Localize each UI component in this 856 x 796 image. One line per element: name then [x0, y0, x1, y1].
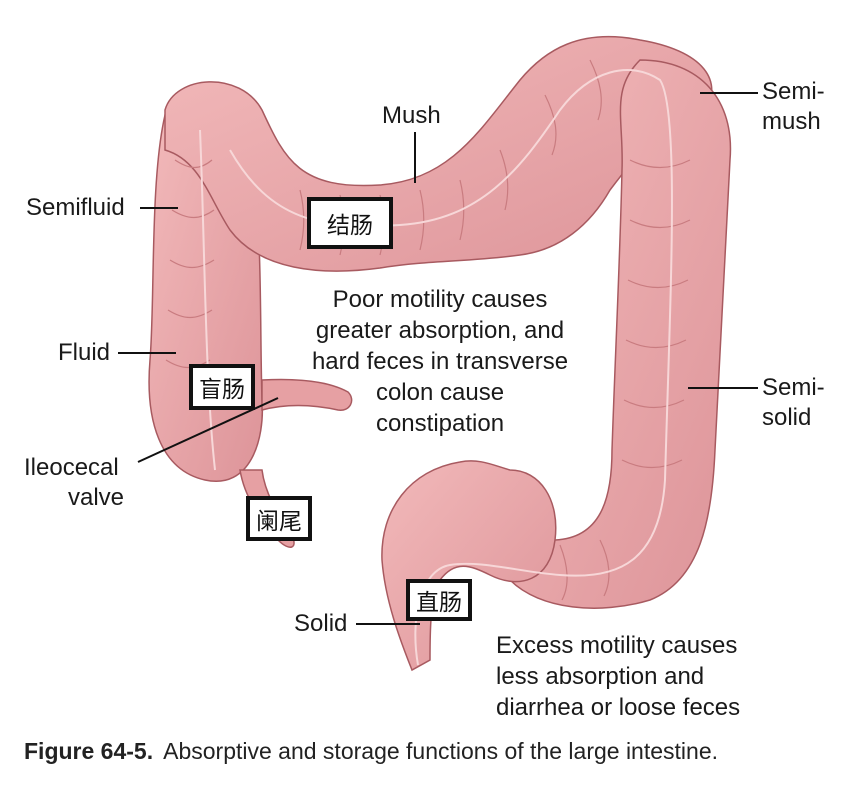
label-semi-mush-1: Semi-	[762, 78, 825, 105]
label-solid: Solid	[294, 610, 348, 637]
note-line: constipation	[375, 410, 505, 437]
ileum	[261, 378, 353, 411]
caption-text: Absorptive and storage functions of the …	[163, 738, 719, 764]
figure-number: Figure 64-5.	[24, 738, 154, 764]
label-semi-solid-2: solid	[762, 404, 812, 431]
note-poor-motility: Poor motility causes greater absorption,…	[290, 284, 590, 439]
label-ileocecal-2: valve	[68, 484, 125, 511]
descending-colon	[504, 59, 732, 609]
note-line: less absorption and	[496, 663, 705, 690]
haustra	[165, 59, 691, 601]
note-line: hard feces in transverse	[311, 348, 569, 375]
box-cecum: 盲肠	[189, 364, 255, 410]
label-ileocecal-1: Ileocecal	[24, 454, 119, 481]
note-line: colon cause	[375, 379, 505, 406]
box-colon: 结肠	[307, 197, 393, 249]
box-appendix: 阑尾	[246, 496, 312, 541]
label-semi-solid-1: Semi-	[762, 374, 825, 401]
label-semi-mush-2: mush	[762, 108, 821, 135]
note-line: Excess motility causes	[496, 632, 738, 659]
note-excess-motility: Excess motility causes less absorption a…	[496, 630, 796, 723]
box-rectum: 直肠	[406, 579, 472, 621]
lumen-line	[199, 69, 673, 666]
label-semifluid: Semifluid	[26, 194, 125, 221]
leader-lines	[118, 92, 758, 625]
note-line: Poor motility causes	[332, 286, 548, 313]
figure-caption: Figure 64-5. Absorptive and storage funct…	[24, 738, 718, 765]
label-mush: Mush	[382, 102, 441, 129]
note-line: greater absorption, and	[315, 317, 565, 344]
label-fluid: Fluid	[58, 339, 111, 366]
note-line: diarrhea or loose feces	[496, 694, 741, 721]
